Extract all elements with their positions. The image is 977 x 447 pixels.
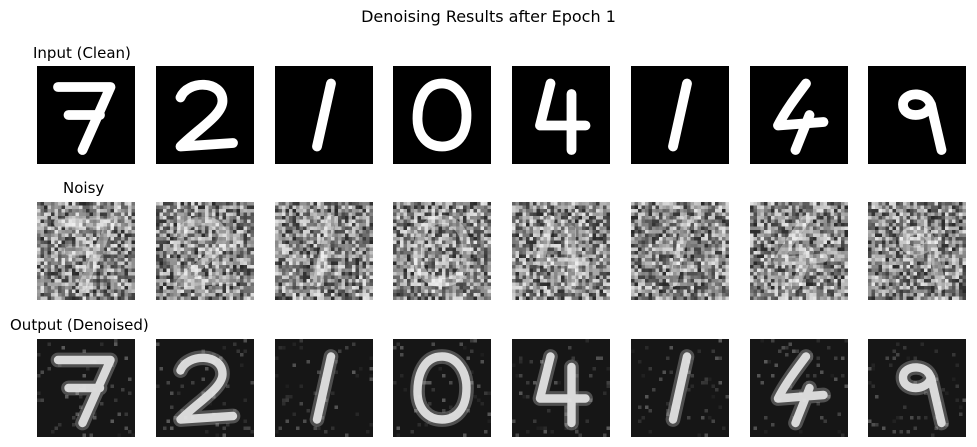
digit-image-noisy (631, 202, 729, 300)
digit-image-noisy (393, 202, 491, 300)
digit-image-clean (512, 66, 610, 164)
digit-image-noisy (37, 202, 135, 300)
digit-image-clean (750, 66, 848, 164)
digit-image-clean (275, 66, 373, 164)
digit-tile-noisy (37, 202, 135, 300)
digit-image-noisy (275, 202, 373, 300)
digit-image-clean (37, 66, 135, 164)
digit-tile-denoised (393, 339, 491, 437)
digit-image-noisy (512, 202, 610, 300)
digit-tile-clean (750, 66, 848, 164)
digit-tile-noisy (868, 202, 966, 300)
row-label-output-denoised: Output (Denoised) (10, 316, 149, 334)
digit-image-noisy (750, 202, 848, 300)
digit-image-denoised (868, 339, 966, 437)
digit-tile-denoised (275, 339, 373, 437)
digit-tile-noisy (631, 202, 729, 300)
digit-tile-noisy (512, 202, 610, 300)
digit-tile-noisy (275, 202, 373, 300)
digit-tile-denoised (868, 339, 966, 437)
digit-tile-noisy (156, 202, 254, 300)
digit-tile-clean (275, 66, 373, 164)
digit-image-denoised (156, 339, 254, 437)
digit-tile-clean (156, 66, 254, 164)
digit-image-denoised (275, 339, 373, 437)
digit-tile-noisy (393, 202, 491, 300)
digit-tile-clean (512, 66, 610, 164)
digit-image-denoised (37, 339, 135, 437)
digit-tile-denoised (37, 339, 135, 437)
row-label-noisy: Noisy (63, 179, 105, 197)
digit-tile-denoised (750, 339, 848, 437)
digit-tile-denoised (631, 339, 729, 437)
digit-tile-noisy (750, 202, 848, 300)
digit-image-clean (156, 66, 254, 164)
row-label-input-clean: Input (Clean) (33, 44, 131, 62)
digit-image-denoised (631, 339, 729, 437)
digit-image-denoised (393, 339, 491, 437)
digit-tile-denoised (512, 339, 610, 437)
digit-image-noisy (868, 202, 966, 300)
digit-image-clean (631, 66, 729, 164)
digit-image-clean (868, 66, 966, 164)
digit-image-clean (393, 66, 491, 164)
digit-tile-denoised (156, 339, 254, 437)
digit-tile-clean (868, 66, 966, 164)
digit-tile-clean (37, 66, 135, 164)
figure-title: Denoising Results after Epoch 1 (361, 7, 616, 26)
digit-tile-clean (631, 66, 729, 164)
digit-image-denoised (512, 339, 610, 437)
digit-image-denoised (750, 339, 848, 437)
digit-tile-clean (393, 66, 491, 164)
digit-image-noisy (156, 202, 254, 300)
